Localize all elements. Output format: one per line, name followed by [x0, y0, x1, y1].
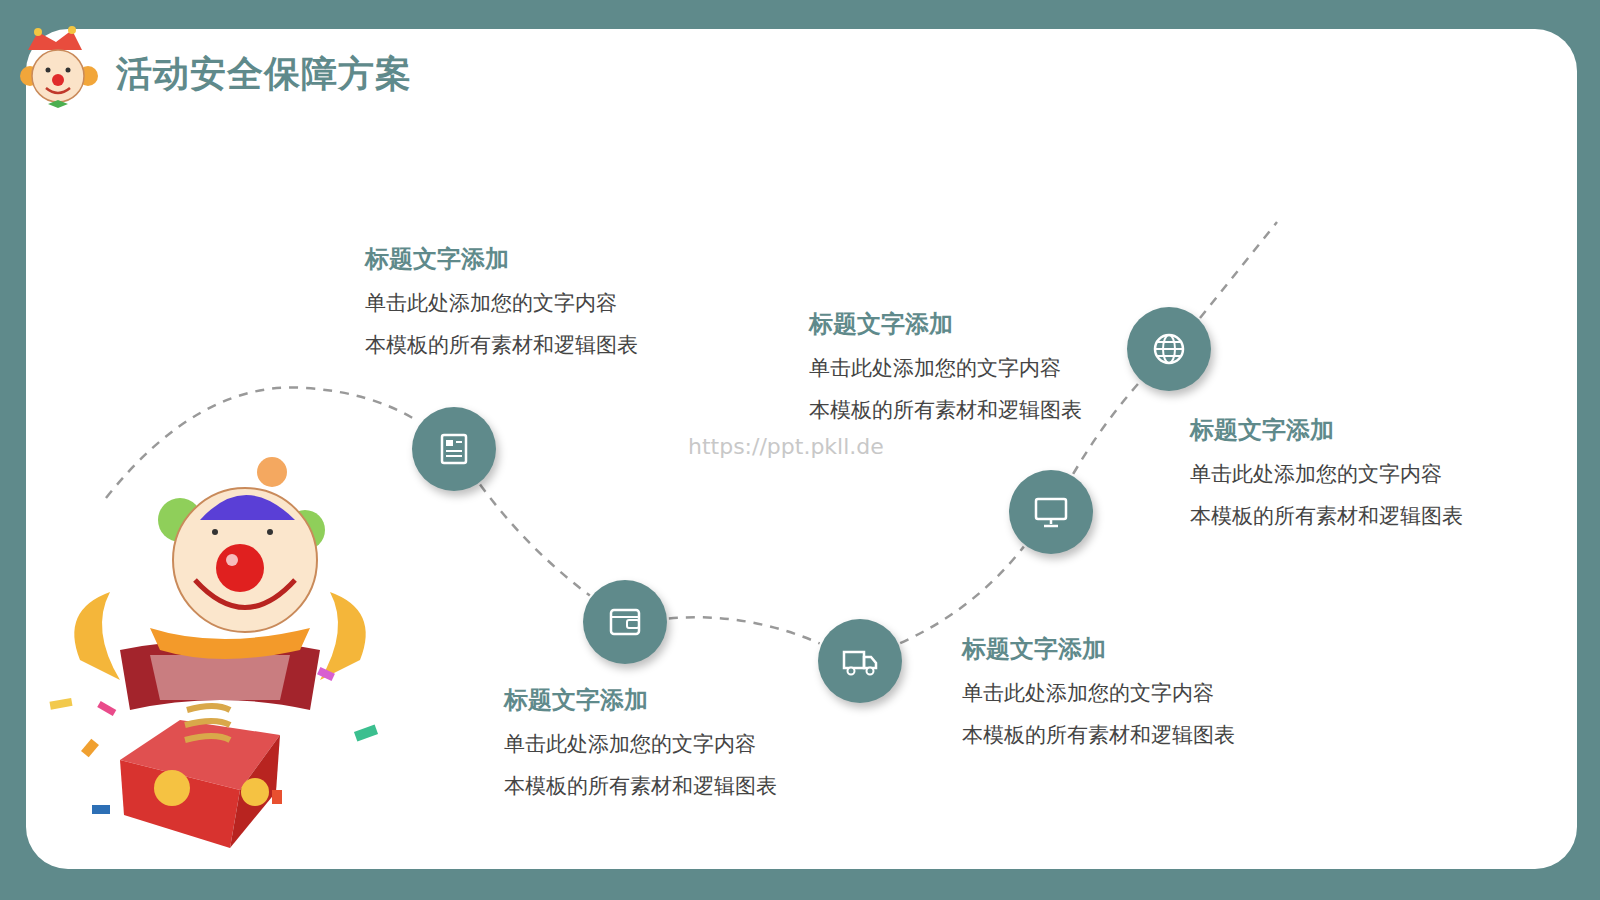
step-circle: 标题文字添加单击此处添加您的文字内容 本模板的所有素材和逻辑图表	[1127, 307, 1211, 391]
slide-title: 活动安全保障方案	[116, 50, 412, 99]
step-text: 标题文字添加单击此处添加您的文字内容 本模板的所有素材和逻辑图表	[365, 242, 695, 366]
step-icon	[583, 580, 667, 664]
dashed-connector	[900, 547, 1024, 643]
dashed-connector	[480, 484, 590, 595]
step-text: 标题文字添加单击此处添加您的文字内容 本模板的所有素材和逻辑图表	[962, 632, 1292, 756]
step-body: 单击此处添加您的文字内容 本模板的所有素材和逻辑图表	[809, 347, 1139, 431]
step-circle: 标题文字添加单击此处添加您的文字内容 本模板的所有素材和逻辑图表	[412, 407, 496, 491]
step-text: 标题文字添加单击此处添加您的文字内容 本模板的所有素材和逻辑图表	[809, 307, 1139, 431]
confetti	[49, 667, 378, 814]
dashed-connector	[669, 617, 820, 643]
lead-out-line	[1200, 222, 1277, 318]
step-icon	[1009, 470, 1093, 554]
step-heading: 标题文字添加	[962, 632, 1292, 666]
lead-in-curve	[106, 387, 416, 498]
watermark: https://ppt.pkll.de	[688, 434, 884, 459]
dashed-connector	[1073, 382, 1140, 474]
step-icon	[818, 619, 902, 703]
step-text: 标题文字添加单击此处添加您的文字内容 本模板的所有素材和逻辑图表	[1190, 413, 1520, 537]
step-circle: 标题文字添加单击此处添加您的文字内容 本模板的所有素材和逻辑图表	[818, 619, 902, 703]
step-icon	[412, 407, 496, 491]
step-text: 标题文字添加单击此处添加您的文字内容 本模板的所有素材和逻辑图表	[504, 683, 834, 807]
step-heading: 标题文字添加	[1190, 413, 1520, 447]
step-body: 单击此处添加您的文字内容 本模板的所有素材和逻辑图表	[504, 723, 834, 807]
step-body: 单击此处添加您的文字内容 本模板的所有素材和逻辑图表	[962, 672, 1292, 756]
step-circle: 标题文字添加单击此处添加您的文字内容 本模板的所有素材和逻辑图表	[1009, 470, 1093, 554]
step-body: 单击此处添加您的文字内容 本模板的所有素材和逻辑图表	[365, 282, 695, 366]
step-heading: 标题文字添加	[809, 307, 1139, 341]
clown-icon	[20, 26, 98, 108]
step-body: 单击此处添加您的文字内容 本模板的所有素材和逻辑图表	[1190, 453, 1520, 537]
step-heading: 标题文字添加	[504, 683, 834, 717]
step-circle: 标题文字添加单击此处添加您的文字内容 本模板的所有素材和逻辑图表	[583, 580, 667, 664]
clown-illustration	[49, 457, 378, 848]
step-icon	[1127, 307, 1211, 391]
step-heading: 标题文字添加	[365, 242, 695, 276]
